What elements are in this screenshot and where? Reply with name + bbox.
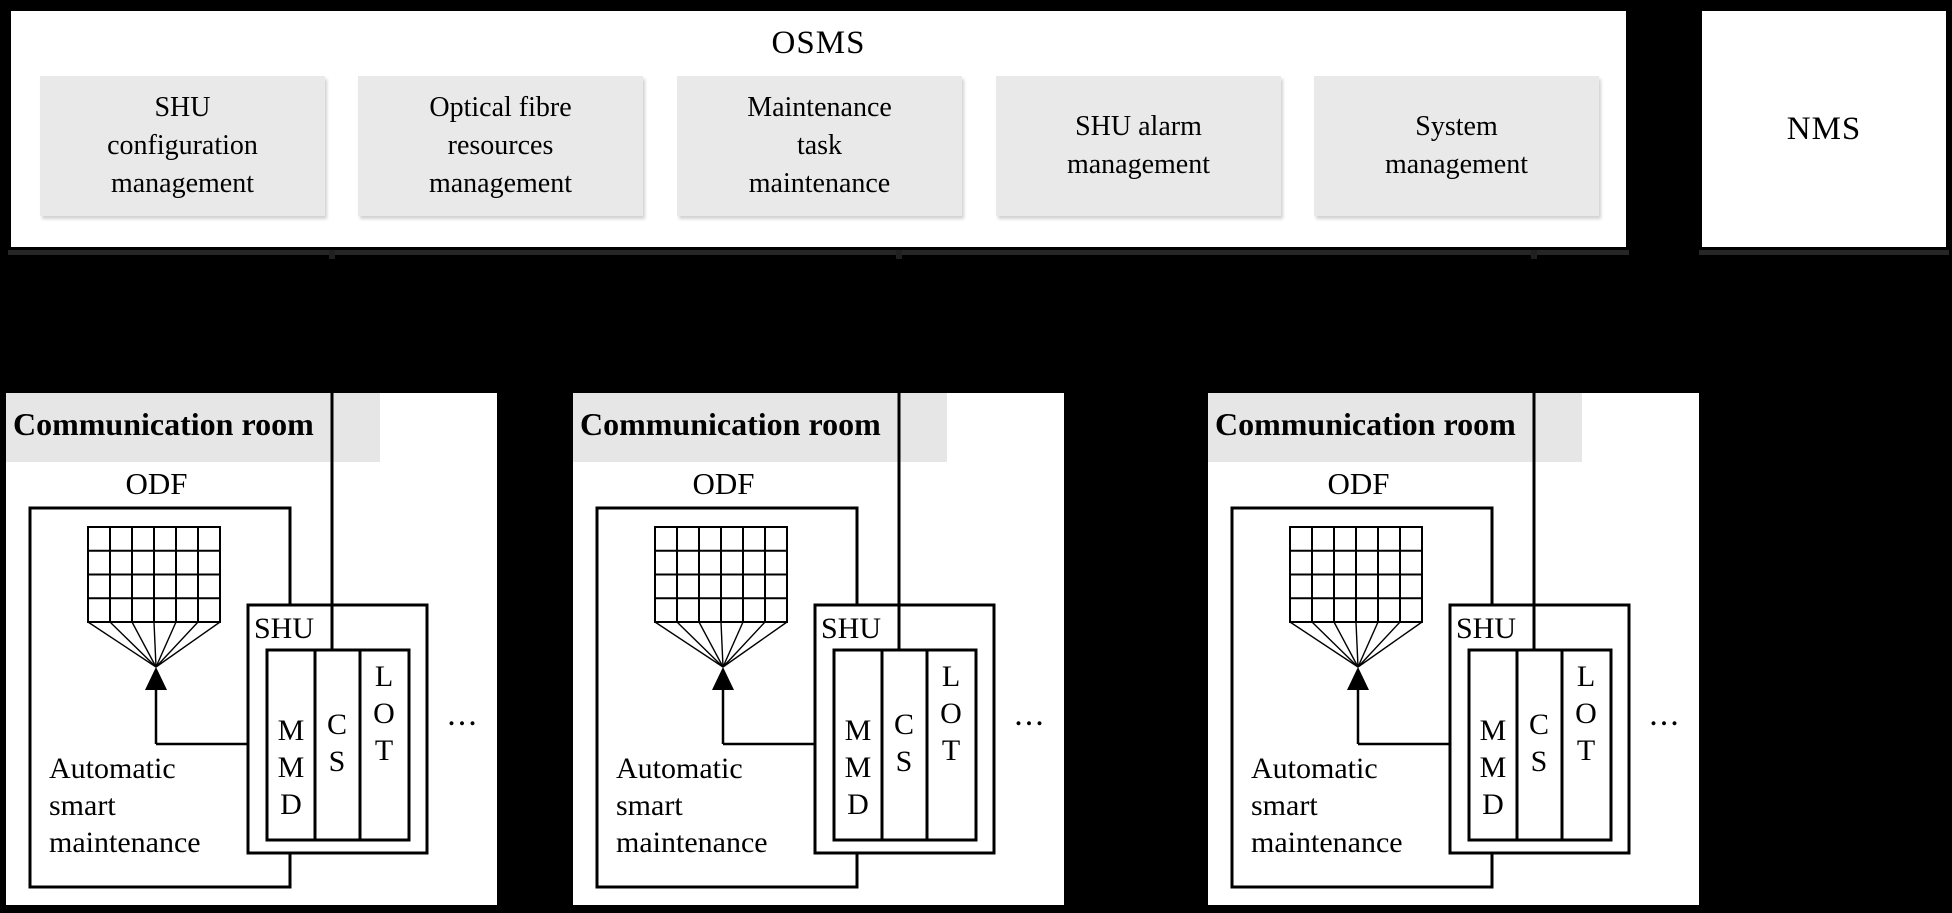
- more-cards-ellipsis: ...: [447, 696, 479, 733]
- shu-card-container: [265, 648, 411, 842]
- odf-label: ODF: [125, 466, 188, 501]
- room-title-band: [573, 393, 947, 462]
- automatic-smart-maintenance-label: Automatic smart maintenance: [49, 752, 201, 859]
- osms-box: OSMS SHU configuration management Optica…: [8, 8, 1629, 250]
- room-title-band: [1208, 393, 1582, 462]
- connector-stub-room2: [896, 250, 902, 259]
- card-lot: L O T: [1575, 660, 1597, 767]
- odf-label: ODF: [692, 466, 755, 501]
- room-title: Communication room: [1215, 406, 1516, 442]
- communication-room-box-2: Communication room ODF: [570, 390, 1067, 908]
- room-title: Communication room: [13, 406, 314, 442]
- room-title: Communication room: [580, 406, 881, 442]
- odf-label: ODF: [1327, 466, 1390, 501]
- nms-title: NMS: [1786, 110, 1862, 147]
- card-mmd: M M D: [844, 714, 872, 821]
- fibre-fan-arrow-icon: [654, 621, 834, 746]
- room-title-band: [6, 393, 380, 462]
- shu-label: SHU: [1456, 612, 1517, 645]
- module-shu-alarm-management: SHU alarm management: [996, 76, 1281, 216]
- card-lot: L O T: [373, 660, 395, 767]
- shu-label: SHU: [254, 612, 315, 645]
- automatic-smart-maintenance-label: Automatic smart maintenance: [1251, 752, 1403, 859]
- card-mmd: M M D: [277, 714, 305, 821]
- room-artwork: [28, 390, 429, 889]
- connector-stub-room3: [1531, 250, 1537, 259]
- osms-nms-link-stub: [1689, 118, 1701, 127]
- automatic-smart-maintenance-label: Automatic smart maintenance: [616, 752, 768, 859]
- module-maintenance-task-maintenance: Maintenance task maintenance: [677, 76, 962, 216]
- more-cards-ellipsis: ...: [1649, 696, 1681, 733]
- osms-bottom-shadow: [8, 250, 1629, 255]
- connector-stub-room1: [329, 250, 335, 259]
- nms-bottom-shadow: [1699, 250, 1949, 255]
- card-mmd: M M D: [1479, 714, 1507, 821]
- module-system-management: System management: [1314, 76, 1599, 216]
- communication-room-box-3: Communication room ODF: [1205, 390, 1702, 908]
- fibre-panel-grid-icon: [1289, 526, 1423, 623]
- card-cs: C S: [893, 708, 914, 778]
- fibre-fan-arrow-icon: [1289, 621, 1469, 746]
- room-artwork: [1230, 390, 1631, 889]
- osms-title: OSMS: [771, 25, 866, 61]
- nms-box: NMS: [1699, 8, 1949, 250]
- more-cards-ellipsis: ...: [1014, 696, 1046, 733]
- card-cs: C S: [326, 708, 347, 778]
- shu-card-container: [1467, 648, 1613, 842]
- shu-label: SHU: [821, 612, 882, 645]
- shu-card-container: [832, 648, 978, 842]
- communication-room-box-1: Communication room ODF: [3, 390, 500, 908]
- card-cs: C S: [1528, 708, 1549, 778]
- fibre-fan-arrow-icon: [87, 621, 267, 746]
- fibre-panel-grid-icon: [654, 526, 788, 623]
- card-lot: L O T: [940, 660, 962, 767]
- module-optical-fibre-resources-management: Optical fibre resources management: [358, 76, 643, 216]
- room-artwork: [595, 390, 996, 889]
- module-shu-configuration-management: SHU configuration management: [40, 76, 325, 216]
- fibre-panel-grid-icon: [87, 526, 221, 623]
